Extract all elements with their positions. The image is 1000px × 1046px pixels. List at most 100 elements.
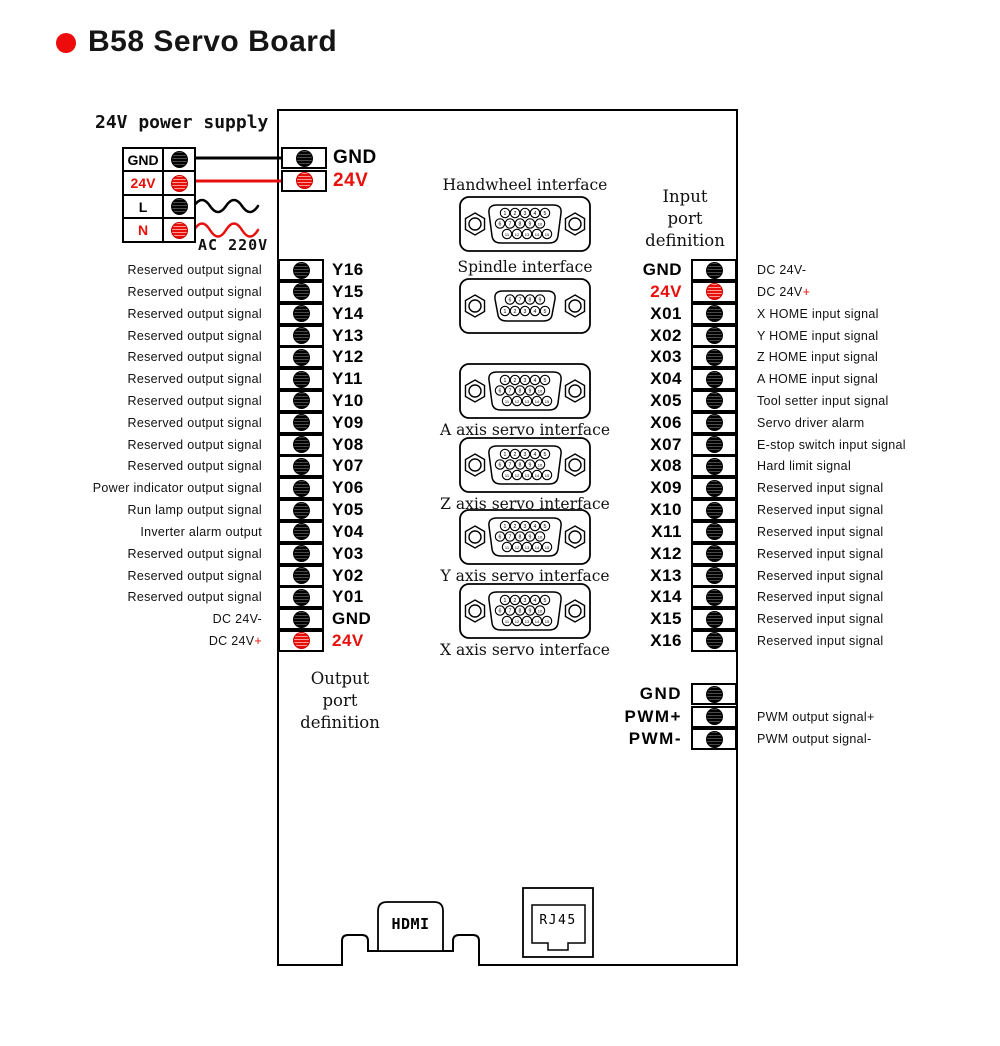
pin-number: 10 [538, 534, 543, 539]
connector-label: X axis servo interface [440, 641, 610, 659]
pin [509, 207, 521, 219]
pin-number: 15 [545, 619, 550, 624]
pin-number: 4 [534, 309, 537, 315]
pin-number: 7 [519, 297, 522, 303]
pin [499, 448, 511, 460]
terminal-box [691, 520, 737, 543]
screw-hex-icon [464, 294, 486, 318]
signal-description-suffix: + [254, 633, 262, 648]
pin-number: 2 [514, 524, 517, 530]
pin-number: 7 [509, 388, 512, 394]
port-label: X12 [650, 543, 682, 563]
pin-number: 8 [519, 462, 522, 468]
pin [499, 594, 511, 606]
screw-hole-icon [468, 458, 482, 472]
pin-number: 14 [535, 399, 540, 404]
terminal-dot [292, 479, 310, 497]
pin [521, 615, 533, 627]
signal-description: DC 24V+ [208, 633, 262, 648]
power-terminal-cell [164, 196, 194, 217]
signal-description: Reserved output signal [127, 459, 262, 474]
power-supply-row: 24V [124, 172, 194, 196]
terminal-dot [170, 198, 188, 216]
pin [529, 207, 541, 219]
terminal-dot [292, 305, 310, 323]
pin-number: 10 [538, 221, 543, 226]
terminal-dot [705, 348, 723, 366]
pin-number: 12 [515, 545, 520, 550]
signal-description: PWM output signal- [757, 732, 872, 746]
signal-description: Inverter alarm output [140, 524, 262, 539]
screw-hole-icon [468, 217, 482, 231]
power-terminal-cell [164, 149, 194, 170]
terminal-box [278, 433, 324, 456]
pin-number: 1 [504, 309, 507, 315]
pin [509, 305, 521, 317]
terminal-dot [292, 327, 310, 344]
pin-number: 6 [499, 221, 502, 227]
signal-description: DC 24V+ [757, 284, 811, 299]
pin-number: 9 [529, 388, 532, 394]
terminal-box [691, 389, 737, 412]
signal-description: Reserved output signal [127, 415, 262, 430]
terminal-box [281, 147, 327, 169]
port-label: PWM+ [624, 706, 682, 726]
pin-number: 3 [524, 378, 527, 384]
power-terminal-label: L [124, 195, 164, 218]
pin-number: 13 [525, 545, 530, 550]
terminal-box [278, 280, 324, 303]
pin-number: 9 [529, 534, 532, 540]
pin [529, 374, 541, 386]
ac-220v-label: AC 220V [198, 236, 269, 254]
port-label: X05 [650, 390, 682, 410]
pin-number: 7 [509, 221, 512, 227]
pin [524, 531, 536, 542]
pin [539, 594, 551, 606]
pin [501, 615, 513, 627]
screw-hex-icon [564, 599, 586, 623]
terminal-dot [170, 221, 188, 239]
screw-hole-icon [568, 299, 582, 313]
terminal-dot [705, 523, 723, 541]
pin [501, 541, 513, 553]
terminal-dot [292, 567, 310, 584]
terminal-box [691, 683, 737, 705]
pin-number: 2 [514, 309, 517, 315]
port-label: X14 [650, 587, 682, 607]
pin-number: 11 [505, 473, 510, 478]
port-label: X10 [650, 500, 682, 519]
signal-description: DC 24V- [757, 263, 807, 277]
pin-number: 12 [515, 473, 520, 478]
signal-description: Reserved input signal [757, 612, 884, 627]
top-terminal-label: 24V [333, 169, 369, 191]
terminal-dot [705, 327, 723, 344]
port-label: X09 [650, 478, 682, 498]
title-bullet-icon [56, 33, 76, 53]
pin [499, 374, 511, 386]
screw-hex-icon [464, 599, 486, 623]
pin [504, 605, 516, 616]
pin-number: 5 [544, 211, 547, 217]
port-label: X01 [650, 303, 682, 323]
pin-number: 6 [499, 462, 502, 468]
pin-number: 5 [544, 378, 547, 384]
pin [539, 448, 551, 460]
pin-number: 7 [509, 608, 512, 614]
pin [524, 459, 536, 470]
signal-description: Reserved input signal [757, 503, 884, 517]
pin-number: 3 [524, 309, 527, 315]
connector-label: Y axis servo interface [440, 567, 610, 585]
signal-description: Reserved output signal [127, 568, 262, 583]
signal-description: Reserved input signal [757, 568, 884, 583]
pin-number: 14 [535, 545, 540, 550]
pin-number: 6 [499, 388, 502, 394]
screw-hole-icon [468, 530, 482, 544]
pin-number: 5 [544, 524, 547, 530]
pin-number: 3 [524, 524, 527, 530]
pin-number: 5 [544, 452, 547, 458]
terminal-dot [292, 392, 310, 410]
pin [514, 531, 526, 542]
screw-hole-icon [468, 299, 482, 313]
